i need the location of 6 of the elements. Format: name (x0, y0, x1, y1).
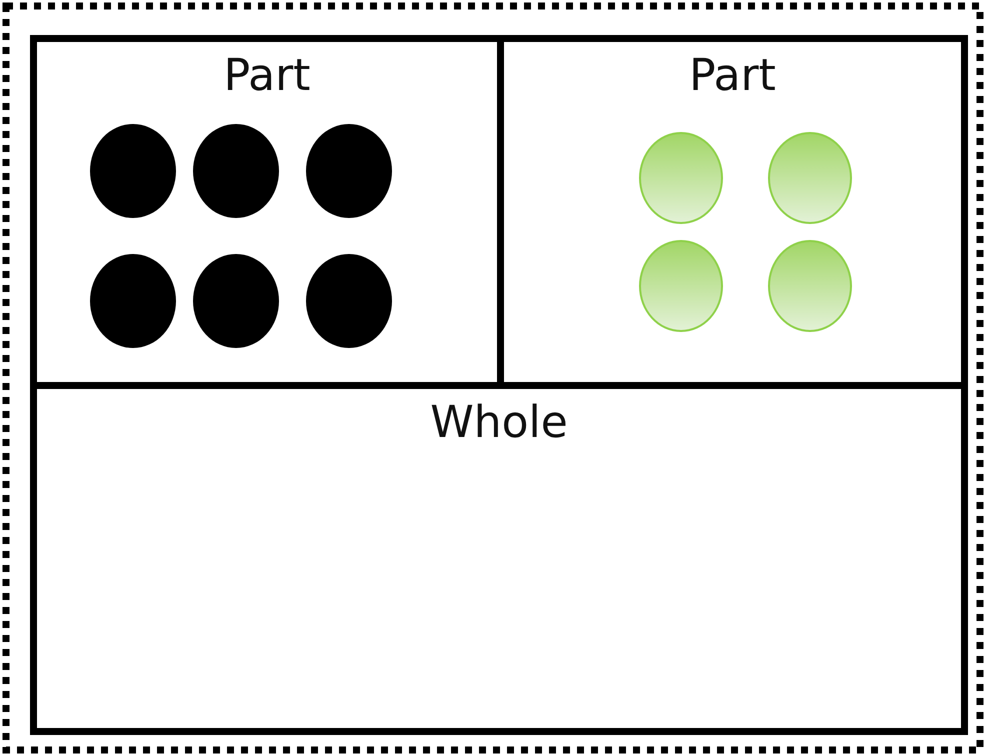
box-heading: Part (224, 52, 310, 100)
box-heading: Whole (430, 399, 568, 448)
part-whole-box (30, 389, 968, 735)
part-whole-box (30, 35, 497, 389)
box-heading: Part (689, 52, 776, 100)
part-whole-box (497, 35, 968, 389)
